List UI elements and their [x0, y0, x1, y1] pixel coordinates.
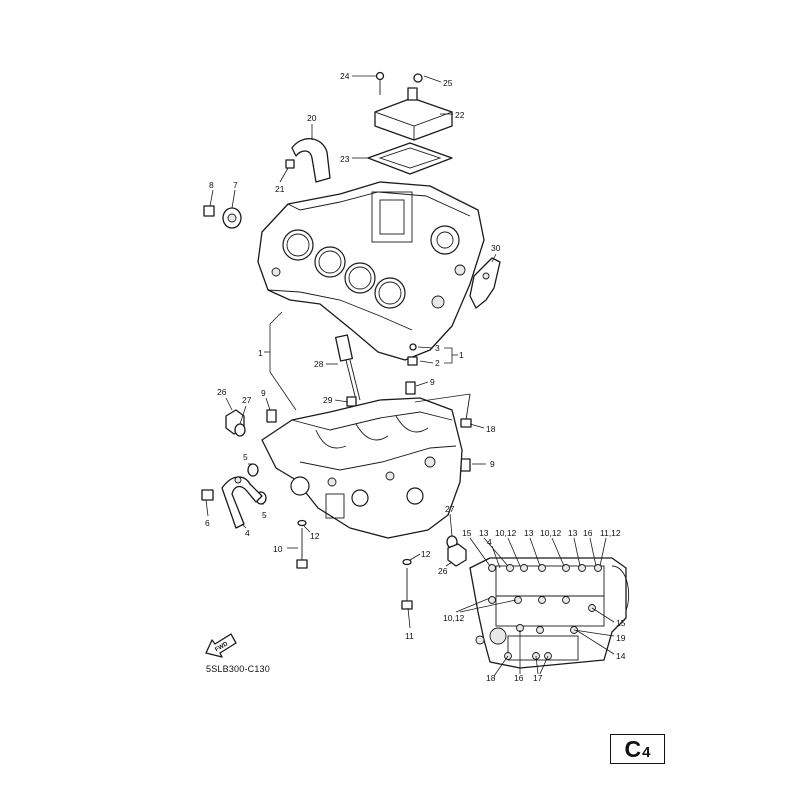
plate-30 [469, 257, 501, 309]
callout-5-lower: 5 [262, 510, 267, 520]
callout-28: 28 [314, 359, 324, 369]
callout-bottom-13-b: 13 [524, 528, 534, 538]
callout-27-left: 27 [242, 395, 252, 405]
callout-numbers: 24 25 22 20 23 21 8 7 30 3 2 1 1 28 9 9 … [205, 71, 626, 683]
lower-crankcase [261, 397, 463, 539]
dowel-9a [405, 381, 416, 395]
callout-11: 11 [405, 631, 414, 641]
callout-22: 22 [455, 110, 465, 120]
callout-bottom-15-right: 15 [616, 618, 626, 628]
callout-bottom-4: 4 [487, 537, 492, 547]
callout-12-left: 12 [310, 531, 320, 541]
callout-bottom-11-12: 11,12 [600, 528, 621, 538]
callout-25: 25 [443, 78, 453, 88]
callout-10: 10 [273, 544, 283, 554]
callout-18: 18 [486, 424, 496, 434]
leader-lines [205, 75, 615, 677]
part-2 [407, 356, 418, 366]
oil-gauge-parts [334, 334, 361, 407]
callout-bottom-13-c: 13 [568, 528, 578, 538]
callout-bottom-18: 18 [486, 673, 496, 683]
callout-bottom-10-12-b: 10,12 [540, 528, 562, 538]
callout-bottom-17: 17 [533, 673, 543, 683]
dowel-9b [266, 409, 277, 423]
callout-2: 2 [435, 358, 440, 368]
part-3 [409, 343, 417, 351]
callout-1-right: 1 [459, 350, 464, 360]
callout-26-left: 26 [217, 387, 227, 397]
right-side-plug [446, 535, 467, 567]
callout-9-left: 9 [261, 388, 266, 398]
breather-hose-assembly [285, 138, 331, 183]
callout-5-upper: 5 [243, 452, 248, 462]
callout-bottom-16-top: 16 [583, 528, 593, 538]
callout-23: 23 [340, 154, 350, 164]
callout-8: 8 [209, 180, 214, 190]
callout-bottom-10-12-a: 10,12 [495, 528, 517, 538]
crankcase-bottom-view [469, 557, 630, 669]
fwd-arrow-icon: FWD [205, 633, 237, 658]
callout-3: 3 [435, 343, 440, 353]
callout-29: 29 [323, 395, 333, 405]
page-tag-letter: C [624, 735, 642, 762]
callout-21: 21 [275, 184, 285, 194]
callout-bottom-16-bottom: 16 [514, 673, 524, 683]
callout-bottom-14: 14 [616, 651, 626, 661]
dowel-9c [460, 458, 471, 472]
side-cover-parts [203, 205, 242, 229]
callout-4: 4 [245, 528, 250, 538]
callout-bottom-13-a: 13 [479, 528, 489, 538]
callout-6: 6 [205, 518, 210, 528]
page-tag-number: 4 [642, 743, 651, 761]
callout-24: 24 [340, 71, 350, 81]
callout-27-right: 27 [445, 504, 455, 514]
upper-crankcase [257, 181, 485, 361]
callout-12-right: 12 [421, 549, 431, 559]
callout-1-left: 1 [258, 348, 263, 358]
callout-9-top: 9 [430, 377, 435, 387]
callout-20: 20 [307, 113, 317, 123]
callout-bottom-10-12-c: 10,12 [443, 613, 465, 623]
left-side-parts [201, 409, 267, 529]
callout-7: 7 [233, 180, 238, 190]
callout-9-right: 9 [490, 459, 495, 469]
callout-bottom-19: 19 [616, 633, 626, 643]
diagram-code: 5SLB300-C130 [206, 664, 270, 674]
callout-30: 30 [491, 243, 501, 253]
long-bolts [296, 393, 472, 610]
callout-bottom-15-top: 15 [462, 528, 472, 538]
breather-cover-assembly [367, 71, 453, 175]
callout-26-right: 26 [438, 566, 448, 576]
